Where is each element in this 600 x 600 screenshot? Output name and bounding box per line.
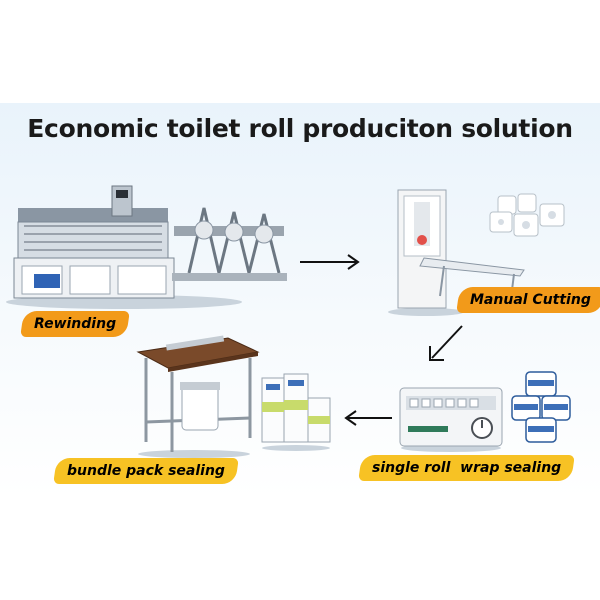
cut-rolls-image [488,190,572,240]
bundle-packs-image [258,372,334,452]
step-label-manual-cutting: Manual Cutting [456,287,600,313]
step-label-single-roll-wrap-sealing-text: single roll wrap sealing [372,460,562,476]
step-label-single-roll-wrap-sealing: single roll wrap sealing [358,455,576,481]
diagram-title: Economic toilet roll produciton solution [27,114,573,143]
step-label-bundle-pack-sealing: bundle pack sealing [53,458,239,484]
step-label-manual-cutting-text: Manual Cutting [470,292,591,308]
wrapped-rolls-image [508,370,576,446]
wrap-sealing-machine-image [396,382,506,454]
bundle-sealing-machine-image [132,330,262,460]
step-label-rewinding-text: Rewinding [34,316,117,332]
step-label-bundle-pack-sealing-text: bundle pack sealing [67,463,225,479]
flow-arrow-right [298,252,362,272]
step-label-rewinding: Rewinding [20,311,130,337]
flow-arrow-left [342,408,394,428]
rewinding-machine-image [4,178,294,310]
flow-arrow-down-left [424,322,468,366]
manual-cutting-machine-image [384,186,534,318]
